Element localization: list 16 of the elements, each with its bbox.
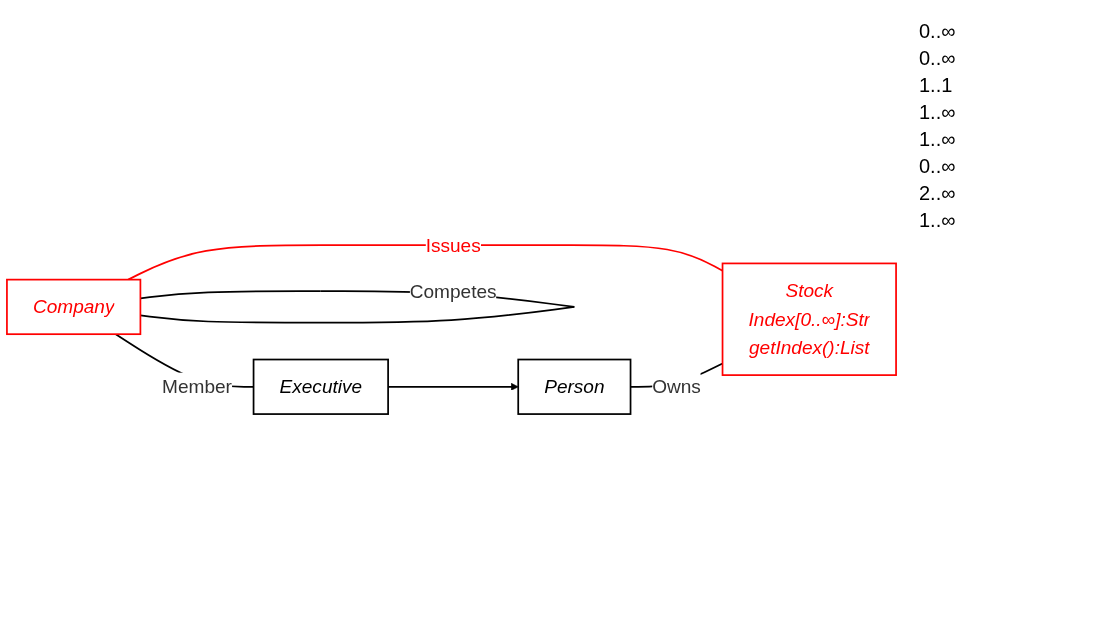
edge-label: Issues [425, 233, 481, 256]
node-box: Company [6, 278, 142, 335]
multiplicity-label: 1..1 [919, 74, 954, 97]
multiplicity-label: 0..∞ [919, 155, 957, 178]
edge-label: Competes [409, 279, 497, 302]
node-box: Person [517, 358, 632, 415]
multiplicity-label: 1..∞ [919, 209, 957, 232]
multiplicity-label: 2..∞ [919, 182, 957, 205]
multiplicity-label: 0..∞ [919, 47, 957, 70]
edge-label: Member [162, 375, 232, 398]
node-box: Executive [252, 358, 389, 415]
edge-label: Owns [652, 375, 701, 398]
node-box: Stock Index[0..∞]:Str getIndex():List [721, 262, 897, 376]
multiplicity-label: 0..∞ [919, 20, 957, 43]
multiplicity-label: 1..∞ [919, 101, 957, 124]
multiplicity-label: 1..∞ [919, 128, 957, 151]
